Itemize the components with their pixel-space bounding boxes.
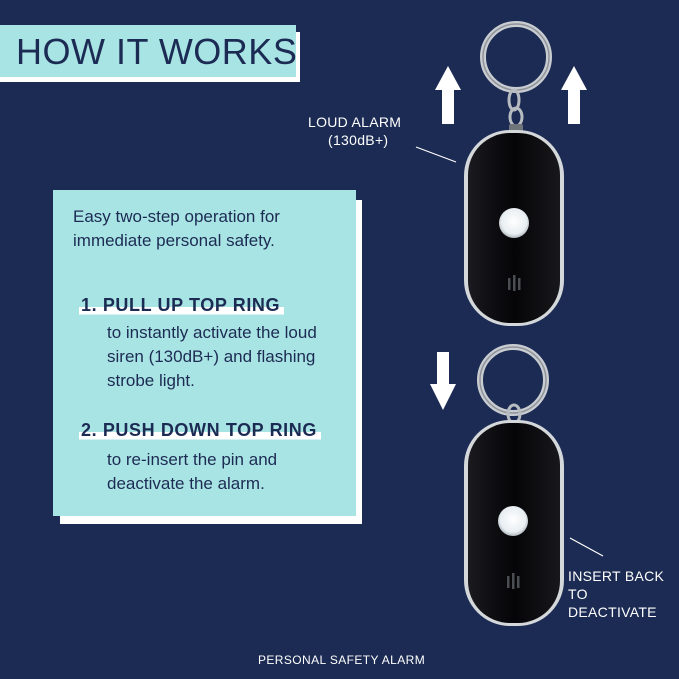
footer-caption: PERSONAL SAFETY ALARM [258, 653, 426, 667]
loud-alarm-label-line1: LOUD ALARM [308, 114, 402, 130]
loud-alarm-label: LOUD ALARM (130dB+) [308, 113, 401, 149]
loud-alarm-label-line2: (130dB+) [328, 132, 389, 148]
alarm-device-icon [464, 130, 564, 326]
arrow-up-icon [435, 66, 461, 124]
alarm-device-icon [464, 420, 564, 626]
insert-back-pointer [569, 537, 604, 557]
arrow-up-icon [561, 66, 587, 124]
arrow-down-icon [430, 352, 456, 410]
step-1-description: to instantly activate the loud siren (13… [107, 323, 317, 390]
card-intro-text: Easy two-step operation for immediate pe… [73, 207, 280, 250]
keyring-icon [480, 21, 552, 136]
step-2-heading: 2. PUSH DOWN TOP RING [79, 420, 321, 441]
page-title: HOW IT WORKS [16, 31, 298, 72]
info-card [53, 190, 356, 516]
step-2-description: to re-insert the pin and deactivate the … [107, 450, 278, 493]
insert-back-label-line1: INSERT BACK [568, 568, 665, 584]
loud-alarm-pointer [415, 146, 457, 163]
step-1-heading: 1. PULL UP TOP RING [79, 295, 285, 316]
insert-back-label-line2: TO DEACTIVATE [568, 586, 657, 620]
keyring-icon [477, 344, 549, 425]
insert-back-label: INSERT BACK TO DEACTIVATE [568, 567, 679, 621]
header-banner [0, 25, 296, 77]
